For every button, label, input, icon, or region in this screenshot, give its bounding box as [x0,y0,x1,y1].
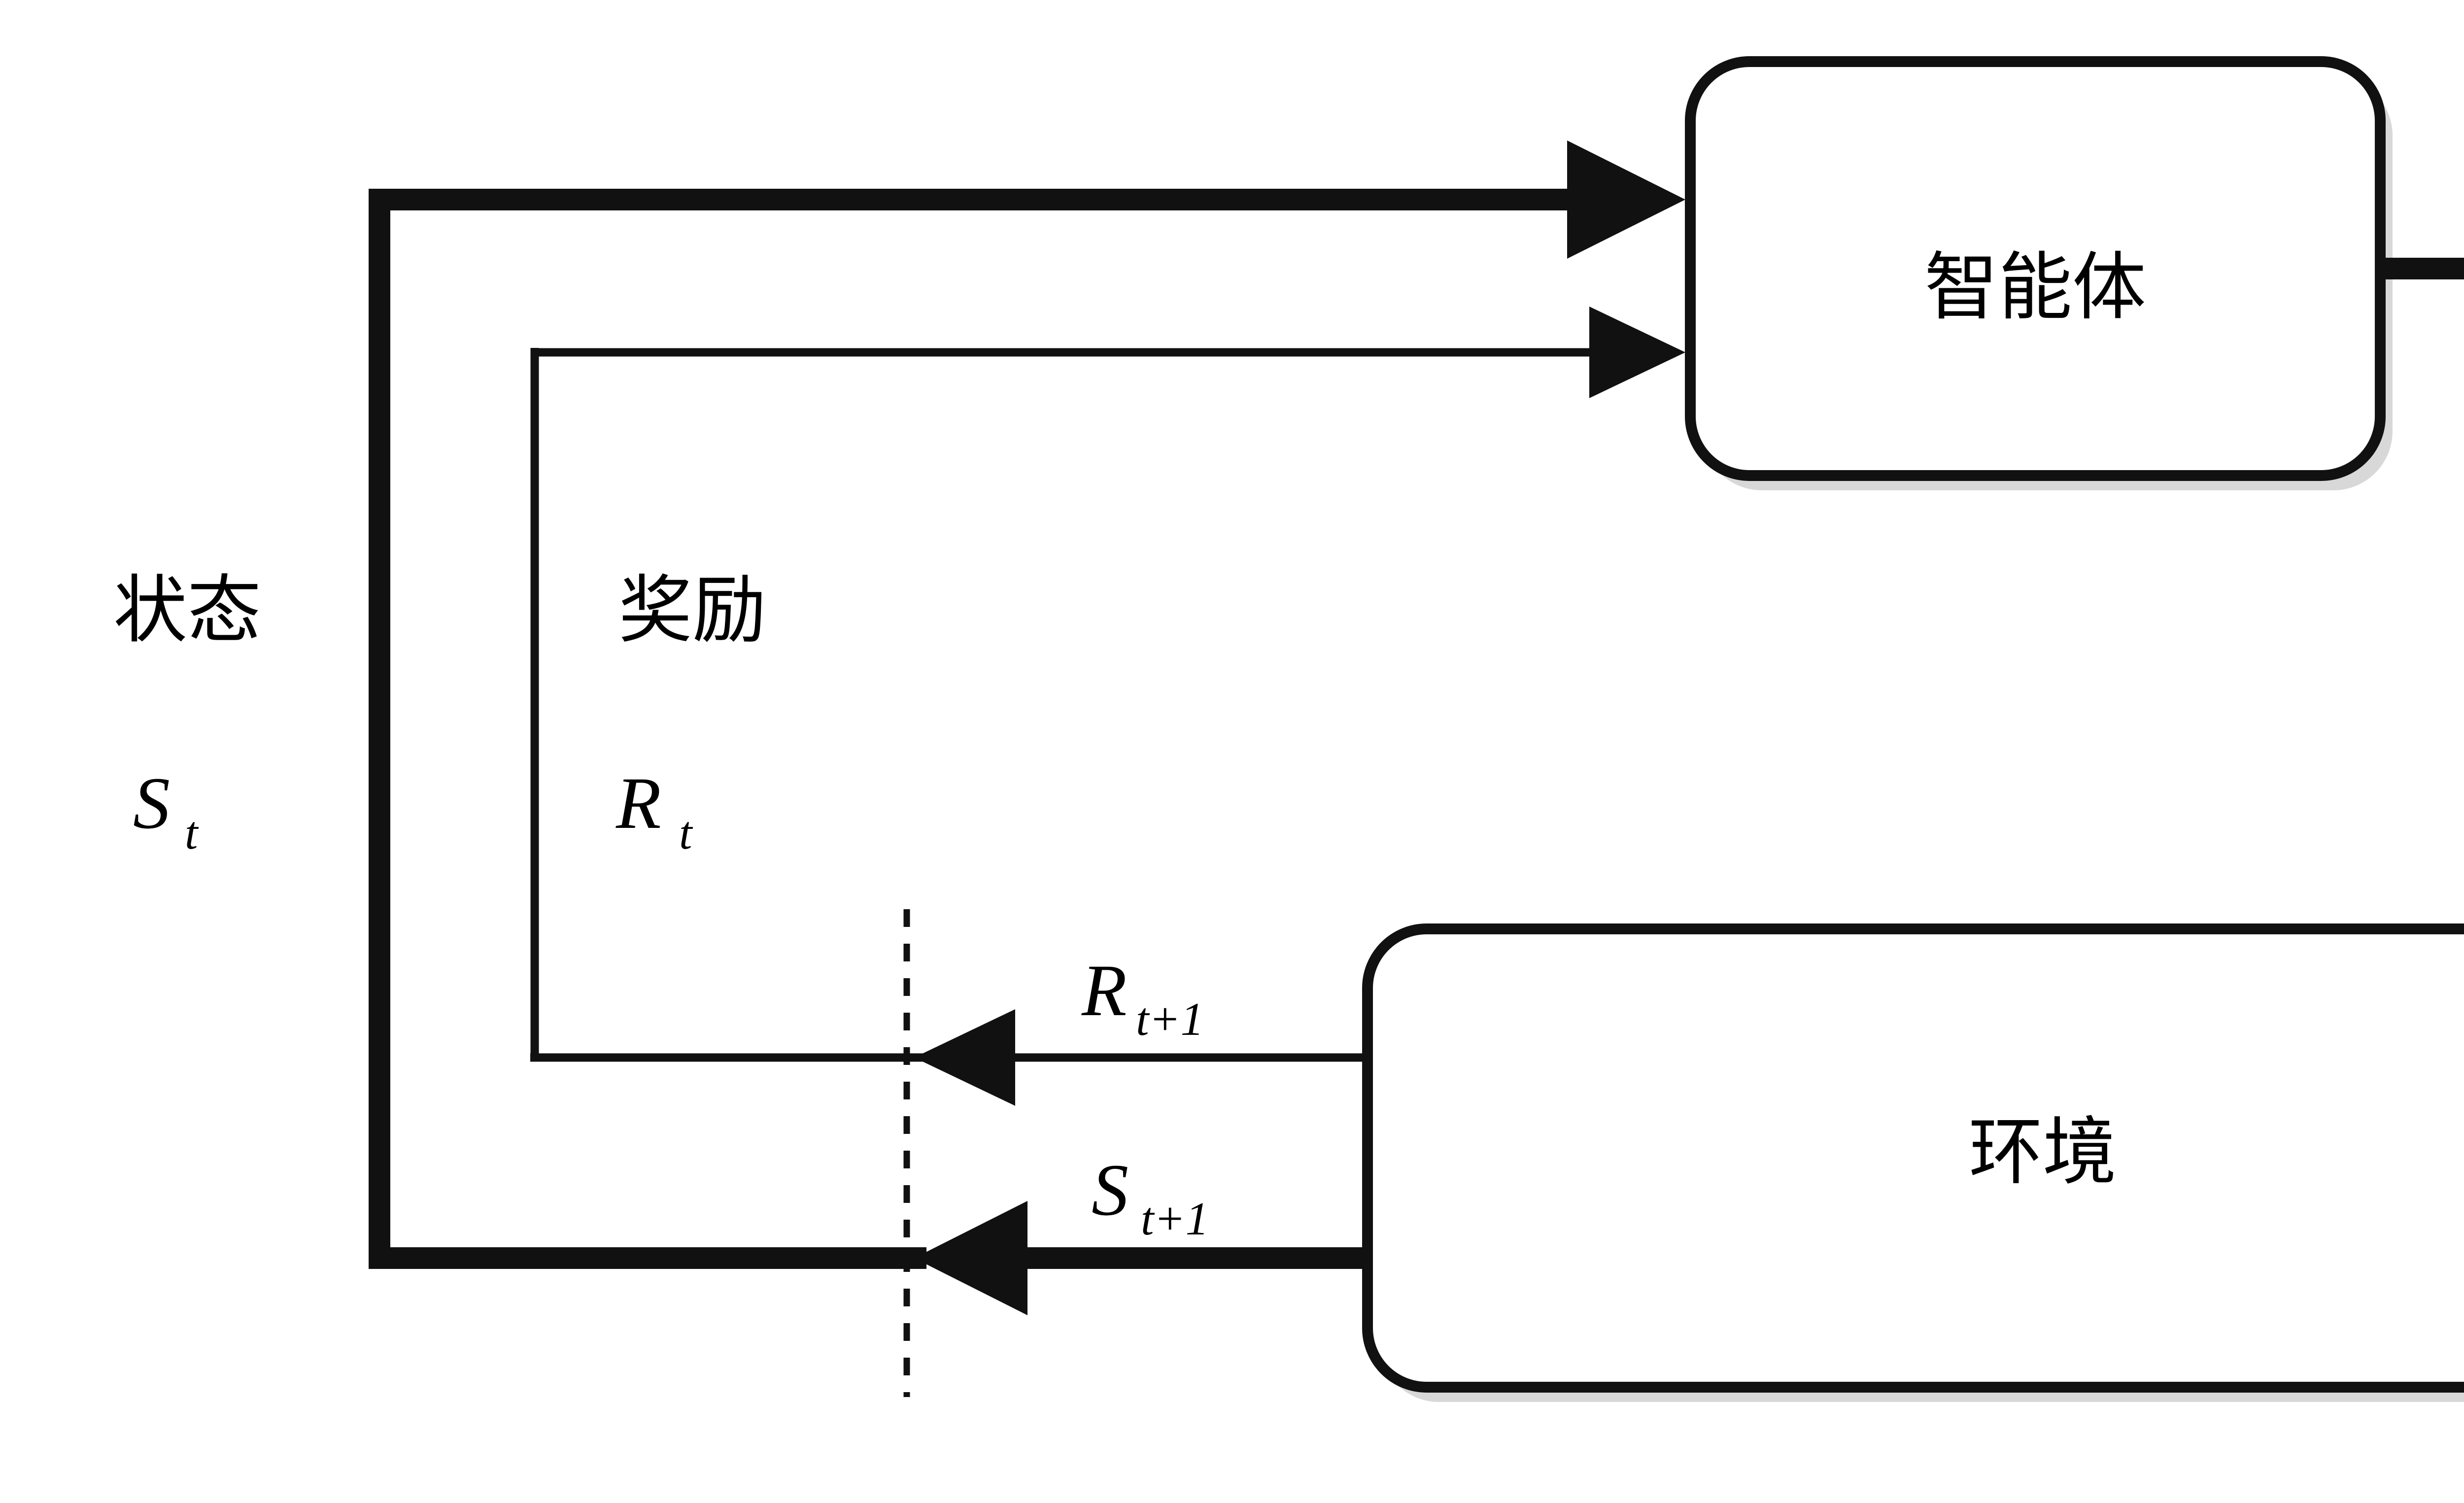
state-next-label-symbol: S [1092,1149,1129,1231]
reward-next-arrowhead-icon [914,1009,1015,1106]
state-next-label-subscript: t+1 [1141,1193,1209,1245]
state-arrowhead-icon [1567,140,1685,259]
reward-label-subscript: t [679,807,693,859]
state-next-arrowhead-icon [914,1201,1027,1315]
reward-label-word: 奖励 [618,570,766,652]
state-label-symbol: S [133,762,170,844]
agent-box[interactable] [1685,56,2386,481]
state-label-subscript: t [185,807,199,859]
reward-next-label-subscript: t+1 [1136,993,1204,1045]
agent-box-label: 智能体 [1924,247,2146,329]
environment-box-label: 环境 [1969,1112,2117,1194]
state-label-word: 状态 [113,570,261,652]
reward-arrowhead-icon [1589,307,1685,398]
reward-next-label-symbol: R [1081,950,1127,1031]
environment-box[interactable] [1362,923,2464,1393]
reward-label-symbol: R [616,762,661,844]
